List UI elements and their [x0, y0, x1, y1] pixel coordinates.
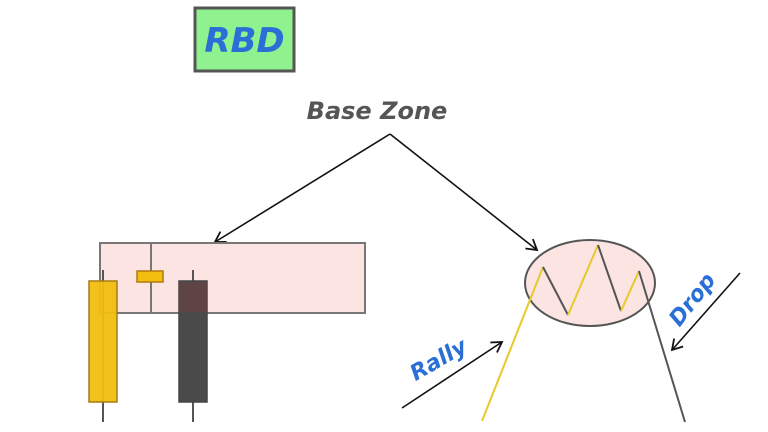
zigzag-down-2: [597, 244, 622, 312]
title-text: RBD: [204, 21, 284, 61]
zigzag-up-2: [620, 270, 640, 312]
arrow-to-zone-ellipse: [389, 133, 539, 252]
rally-arrow: [401, 341, 504, 409]
title-badge: RBD: [193, 6, 296, 73]
zigzag-up-1: [567, 244, 599, 316]
price-line-group: [481, 239, 686, 423]
rally-label: Rally: [406, 333, 473, 386]
candlestick-group: [88, 242, 366, 422]
base-zone-label: Base Zone: [307, 97, 448, 125]
base-zone-ellipse: [524, 239, 656, 327]
drop-arrow: [670, 272, 741, 352]
drop-line: [638, 270, 686, 423]
zigzag-down-1: [542, 266, 569, 316]
drop-candle-overlap: [179, 282, 207, 312]
base-candle: [136, 270, 164, 283]
drop-label: Drop: [665, 269, 722, 332]
rally-candle: [88, 280, 118, 403]
rally-line: [481, 266, 544, 422]
arrow-to-zone-box: [213, 133, 391, 243]
